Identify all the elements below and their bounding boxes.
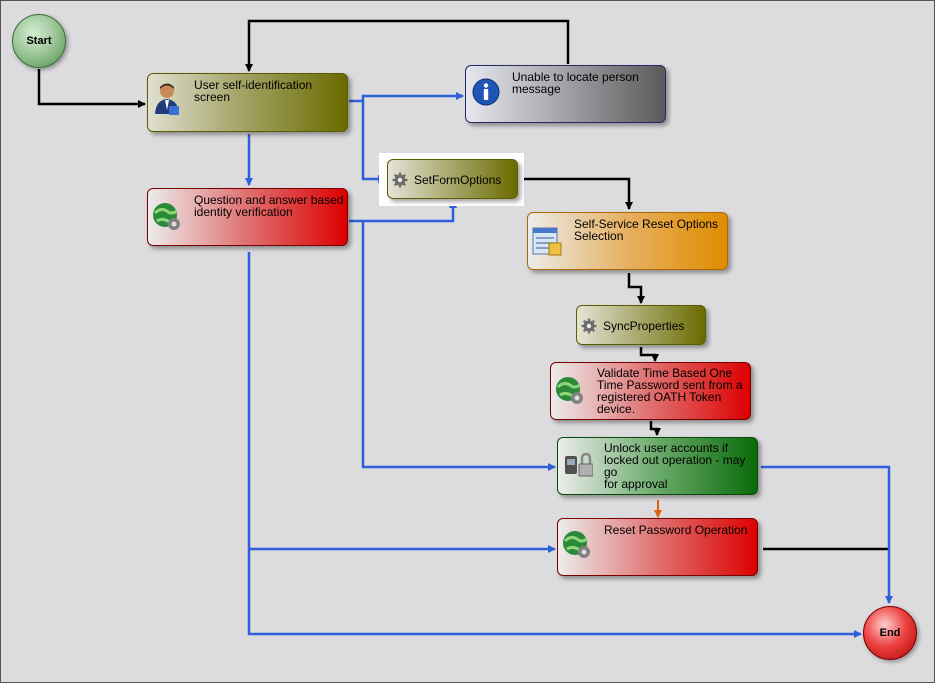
reset-password-node[interactable]: Reset Password Operation	[557, 518, 758, 576]
wire-qa-to-setform	[349, 200, 457, 223]
set-form-options-label: SetFormOptions	[414, 173, 502, 187]
person-icon	[152, 82, 182, 118]
sync-properties-node[interactable]: SyncProperties	[576, 305, 706, 345]
wire-qa-to-unlock	[361, 221, 556, 471]
validate-totp-node[interactable]: Validate Time Based One Time Password se…	[550, 362, 751, 420]
end-node[interactable]: End	[863, 606, 917, 660]
form-icon	[531, 225, 563, 259]
lock-icon	[563, 448, 594, 484]
validate-totp-label: Validate Time Based One Time Password se…	[597, 366, 743, 416]
reset-password-label: Reset Password Operation	[604, 523, 748, 537]
wire-unable-loop-back	[245, 19, 570, 72]
reset-options-selection-label: Self-Service Reset Options Selection	[574, 217, 719, 243]
wire-start-to-user	[37, 69, 146, 108]
wire-sync-to-validate	[639, 347, 659, 362]
unlock-accounts-label: Unlock user accounts if locked out opera…	[604, 441, 746, 491]
globe-gear-icon	[151, 201, 183, 235]
wire-user-to-setform	[361, 101, 386, 183]
wire-validate-to-unlock	[649, 421, 661, 436]
qa-identity-verification-label: Question and answer based identity verif…	[194, 193, 344, 219]
info-icon	[472, 78, 500, 108]
wire-qa-to-end	[247, 549, 862, 638]
wire-unlock-to-end	[761, 465, 893, 604]
start-node[interactable]: Start	[12, 14, 66, 68]
wire-setform-to-reset-options	[519, 177, 633, 210]
qa-identity-verification-node[interactable]: Question and answer based identity verif…	[147, 188, 348, 246]
user-self-identification-label: User self-identification screen	[194, 78, 313, 104]
start-label: Start	[26, 35, 52, 47]
reset-options-selection-node[interactable]: Self-Service Reset Options Selection	[527, 212, 728, 270]
gear-icon	[581, 318, 597, 336]
wire-user-to-unable	[349, 92, 464, 103]
wire-qa-to-reset-password	[247, 252, 556, 553]
globe-gear-icon	[561, 529, 593, 563]
gear-icon	[392, 172, 408, 190]
sync-properties-label: SyncProperties	[603, 319, 685, 333]
end-label: End	[879, 627, 901, 639]
user-self-identification-node[interactable]: User self-identification screen	[147, 73, 348, 132]
set-form-options-node[interactable]: SetFormOptions	[387, 159, 518, 199]
unlock-accounts-node[interactable]: Unlock user accounts if locked out opera…	[557, 437, 758, 495]
wire-reset-options-to-sync	[627, 273, 645, 304]
globe-gear-icon	[554, 375, 586, 409]
unable-to-locate-label: Unable to locate person message	[512, 70, 639, 96]
unable-to-locate-node[interactable]: Unable to locate person message	[465, 65, 666, 123]
